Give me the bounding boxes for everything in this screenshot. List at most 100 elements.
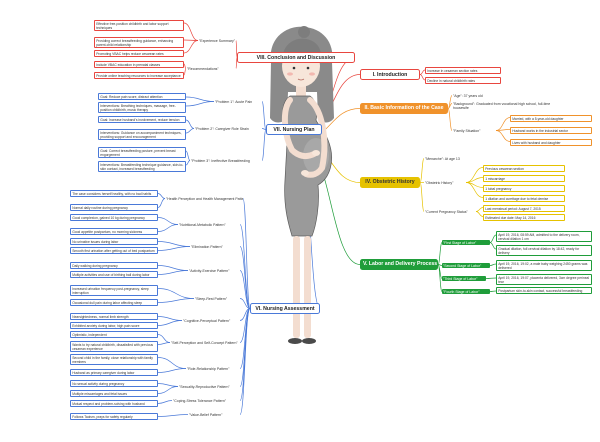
leaf-node: Husband as primary caregiver during labo… xyxy=(70,369,158,377)
sub-node-problem-2-caregiver-role-strain: "Problem 2": Caregiver Role Strain xyxy=(195,126,249,131)
leaf-node: Second child in the family, close relati… xyxy=(70,354,158,366)
connector-line xyxy=(157,400,173,404)
leaf-node: 1 dilation and curettage due to fetal de… xyxy=(483,195,565,203)
connector-line xyxy=(183,40,199,54)
connector-line xyxy=(419,182,425,212)
connector-line xyxy=(183,68,187,76)
leaf-node: Decline in natural childbirth rates xyxy=(425,77,501,85)
sub-node-third-stage-of-labor: "Third Stage of Labor" xyxy=(442,276,486,282)
connector-line xyxy=(157,386,179,394)
leaf-node: 1 miscarriage xyxy=(483,175,565,183)
connector-line xyxy=(185,160,191,166)
basic-branch-node: II. Basic Information of the Case xyxy=(360,103,448,114)
connector-line xyxy=(157,217,179,225)
sub-node-first-stage-of-labor: "First Stage of Labor" xyxy=(442,240,490,246)
leaf-node: Husband works in the industrial sector xyxy=(510,127,592,135)
connector-line xyxy=(185,128,195,134)
sub-node-second-stage-of-labor: "Second Stage of Labor" xyxy=(442,263,490,269)
leaf-node: Goal: Reduce pain score, distract attent… xyxy=(98,93,186,101)
leaf-node: 1 tubal pregnancy xyxy=(483,185,565,193)
sub-node-obstetric-history: "Obstetric History" xyxy=(425,180,454,185)
connector-line xyxy=(157,320,183,326)
connector-line xyxy=(157,198,166,208)
connector-line xyxy=(485,277,497,279)
connector-line xyxy=(261,101,267,130)
leaf-node: Include VBAC education in prenatal class… xyxy=(94,61,184,69)
sub-node-experience-summary: "Experience Summary" xyxy=(199,38,235,43)
sub-node-age-37-years-old: "Age": 37 years old xyxy=(453,93,483,98)
connector-line xyxy=(157,246,191,251)
sub-node-fourth-stage-of-labor: "Fourth Stage of Labor" xyxy=(442,289,490,295)
leaf-node: Optimistic, independent xyxy=(70,331,158,339)
connector-line xyxy=(239,298,251,309)
leaf-node: Multiple activities and use of birthing … xyxy=(70,271,158,279)
connector-line xyxy=(437,242,443,265)
connector-line xyxy=(489,242,497,250)
connector-line xyxy=(185,150,191,161)
leaf-node: Provide online teaching resources to inc… xyxy=(94,72,184,80)
sub-node-cognitive-perceptual-pattern: "Cognitive-Perceptual Pattern" xyxy=(183,318,231,323)
leaf-node: Gradual dilation, full cervical dilation… xyxy=(496,245,592,257)
connector-line xyxy=(157,357,187,369)
connector-line xyxy=(495,130,511,142)
introduction-branch-node: I. Introduction xyxy=(360,69,420,80)
connector-line xyxy=(239,308,251,415)
connector-line xyxy=(419,74,426,81)
leaf-node: Occasional dull pain during labor affect… xyxy=(70,299,158,307)
sub-node-value-belief-pattern: "Value-Belief Pattern" xyxy=(189,412,223,417)
leaf-node: Interventions: Breathing techniques, mas… xyxy=(98,102,186,114)
leaf-node: Increased urination frequency post-pregn… xyxy=(70,285,158,297)
leaf-node: No urinative issues during labor xyxy=(70,238,158,246)
connector-line xyxy=(157,368,187,373)
sub-node-background-graduated-from-vocational-hig: "Background": Graduated from vocational … xyxy=(453,101,551,110)
connector-line xyxy=(261,129,267,161)
leaf-node: Effective free-position childbirth and l… xyxy=(94,20,184,32)
leaf-node: Postpartum skin-to-skin contact, success… xyxy=(496,287,592,295)
leaf-node: Interventions: Breastfeeding technique g… xyxy=(98,161,186,173)
labor-branch-node: V. Labor and Delivery Process xyxy=(360,259,438,270)
sub-node-problem-3-ineffective-breastfeeding: "Problem 3": Ineffective Breastfeeding xyxy=(191,158,250,163)
connector-line xyxy=(157,414,189,417)
leaf-node: Follows Taoism, prays for safety regular… xyxy=(70,413,158,421)
leaf-node: Exhibited anxiety during labor, high pai… xyxy=(70,322,158,330)
sub-node-activity-exercise-pattern: "Activity-Exercise Pattern" xyxy=(189,268,230,273)
leaf-node: Smooth first urination after getting out… xyxy=(70,247,158,255)
connector-line xyxy=(235,57,238,69)
obstetric-branch-node: IV. Obstetric History xyxy=(360,177,420,188)
leaf-node: Multiple miscarriages and fetal issues xyxy=(70,390,158,398)
leaf-node: Daily walking during pregnancy xyxy=(70,262,158,270)
sub-node-role-relationship-pattern: "Role-Relationship Pattern" xyxy=(187,366,230,371)
leaf-node: Increase in cesarean section rates xyxy=(425,67,501,75)
connector-line xyxy=(447,108,453,131)
sub-node-problem-1-acute-pain: "Problem 1": Acute Pain xyxy=(215,99,253,104)
leaf-node: April 19, 2016, 08:59 AM, admitted to th… xyxy=(496,231,592,243)
leaf-node: Normal daily routine during pregnancy xyxy=(70,204,158,212)
leaf-node: Interventions: Guidance on accompaniment… xyxy=(98,129,186,141)
leaf-node: Last menstrual period: August 7, 2015 xyxy=(483,205,565,213)
connector-line xyxy=(465,182,484,198)
connector-line xyxy=(242,198,251,309)
connector-line xyxy=(157,342,171,345)
sub-node-elimination-pattern: "Elimination Pattern" xyxy=(191,244,223,249)
sub-node-nutritional-metabolic-pattern: "Nutritional-Metabolic Pattern" xyxy=(179,222,226,227)
connector-line xyxy=(239,270,251,309)
connector-line xyxy=(419,158,425,183)
sub-node-health-perception-and-health-management-: "Health Perception and Health Management… xyxy=(166,196,243,201)
leaf-node: Nearsightedness, normal limb strength xyxy=(70,313,158,321)
sub-node-sexuality-reproductive-pattern: "Sexuality-Reproductive Pattern" xyxy=(179,384,230,389)
sub-node-recommendations: "Recommendations" xyxy=(187,66,219,71)
leaf-node: April 19, 2016, 19:07, placenta delivere… xyxy=(496,274,592,286)
connector-line xyxy=(489,290,497,292)
leaf-node: Previous cesarean section xyxy=(483,165,565,173)
connector-line xyxy=(437,264,443,292)
leaf-node: Lives with husband and daughter xyxy=(510,139,592,147)
connector-line xyxy=(475,211,484,217)
connector-line xyxy=(157,298,195,303)
leaf-node: Married, with a 5-year-old daughter xyxy=(510,115,592,123)
leaf-node: Good complexion, gained 10 kg during pre… xyxy=(70,214,158,222)
conclusion-branch-node: VIII. Conclusion and Discussion xyxy=(237,52,355,63)
sub-node-self-perception-and-self-concept-pattern: "Self-Perception and Self-Concept Patter… xyxy=(171,340,238,345)
connector-line xyxy=(157,224,179,232)
leaf-node: No sexual activity during pregnancy xyxy=(70,380,158,388)
